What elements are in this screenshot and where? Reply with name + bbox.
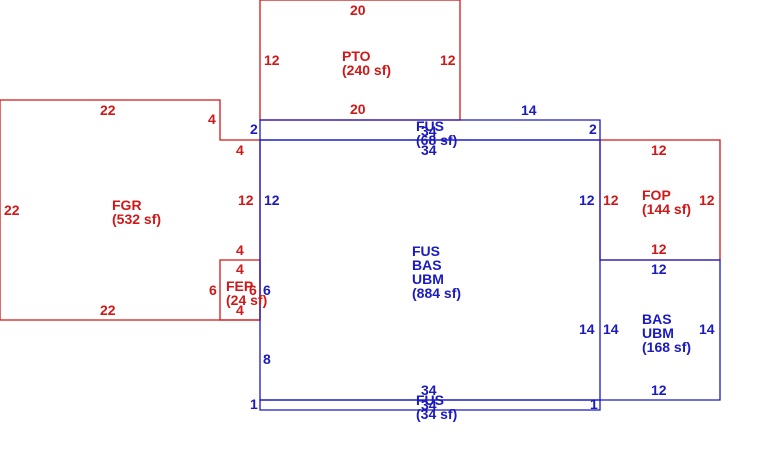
dim-main-left: 12	[264, 192, 280, 208]
dim-fgr-top: 22	[100, 102, 116, 118]
dim-fus-bottom-width: 34	[421, 397, 437, 413]
bas-right-line2: UBM	[642, 325, 674, 341]
dim-fep-bottom: 4	[236, 302, 244, 318]
main-line2: BAS	[412, 257, 442, 273]
fus-bottom-outline	[259, 399, 601, 411]
dim-main-right: 12	[579, 192, 595, 208]
dim-fgr-notch: 4	[236, 142, 244, 158]
dim-fgr-right-upper: 4	[208, 111, 216, 127]
dim-bas-right-bottom: 12	[651, 382, 667, 398]
dim-fus-top-left: 2	[250, 121, 258, 137]
fus-top-area: (68 sf)	[416, 132, 457, 148]
dim-fop-top: 12	[651, 142, 667, 158]
dim-fus-top-right: 2	[589, 121, 597, 137]
pto-area: (240 sf)	[342, 62, 391, 78]
dim-bas-right-top: 12	[651, 261, 667, 277]
bas-right-line1: BAS	[642, 311, 672, 327]
dim-main-left-lower: 6	[263, 282, 271, 298]
fgr-code: FGR	[112, 197, 142, 213]
dim-main-right-lower: 14	[579, 321, 595, 337]
dim-bas-right-right: 14	[699, 321, 715, 337]
fop-code: FOP	[642, 187, 671, 203]
bas-right-area: (168 sf)	[642, 339, 691, 355]
main-line1: FUS	[412, 243, 440, 259]
dim-fep-left: 6	[209, 282, 217, 298]
dim-fus-bottom-right: 1	[590, 396, 598, 412]
dim-fus-top-width-a: 34	[421, 123, 437, 139]
dim-fus-top-width-b: 34	[421, 142, 437, 158]
fep-area: (24 sf)	[226, 292, 267, 308]
dim-fop-bottom: 12	[651, 241, 667, 257]
dim-bas-right-left: 14	[603, 321, 619, 337]
main-line3: UBM	[412, 271, 444, 287]
dim-main-left-bottom: 8	[263, 351, 271, 367]
dim-fep-top: 4	[236, 261, 244, 277]
dim-pto-top: 20	[350, 2, 366, 18]
bas-right-outline	[600, 259, 721, 401]
dim-fgr-left: 22	[4, 202, 20, 218]
fus-bottom-area: (34 sf)	[416, 406, 457, 422]
dim-fus-top-top: 14	[521, 102, 537, 118]
dim-pto-right: 12	[440, 52, 456, 68]
dim-fus-bottom-top: 34	[421, 382, 437, 398]
fep-code: FEP	[226, 278, 253, 294]
dim-fus-bottom-left: 1	[250, 396, 258, 412]
dim-fgr-right: 12	[238, 192, 254, 208]
fus-top-code: FUS	[416, 118, 444, 134]
dim-fgr-bottom: 22	[100, 302, 116, 318]
dim-pto-left: 12	[264, 52, 280, 68]
dim-fgr-lower: 4	[236, 242, 244, 258]
fus-bottom-code: FUS	[416, 392, 444, 408]
dim-fep-right: 6	[249, 282, 257, 298]
dim-fop-right: 12	[699, 192, 715, 208]
main-area: (884 sf)	[412, 285, 461, 301]
dim-pto-bottom: 20	[350, 101, 366, 117]
dim-fop-left: 12	[603, 192, 619, 208]
pto-code: PTO	[342, 48, 371, 64]
fgr-area: (532 sf)	[112, 211, 161, 227]
fop-area: (144 sf)	[642, 201, 691, 217]
